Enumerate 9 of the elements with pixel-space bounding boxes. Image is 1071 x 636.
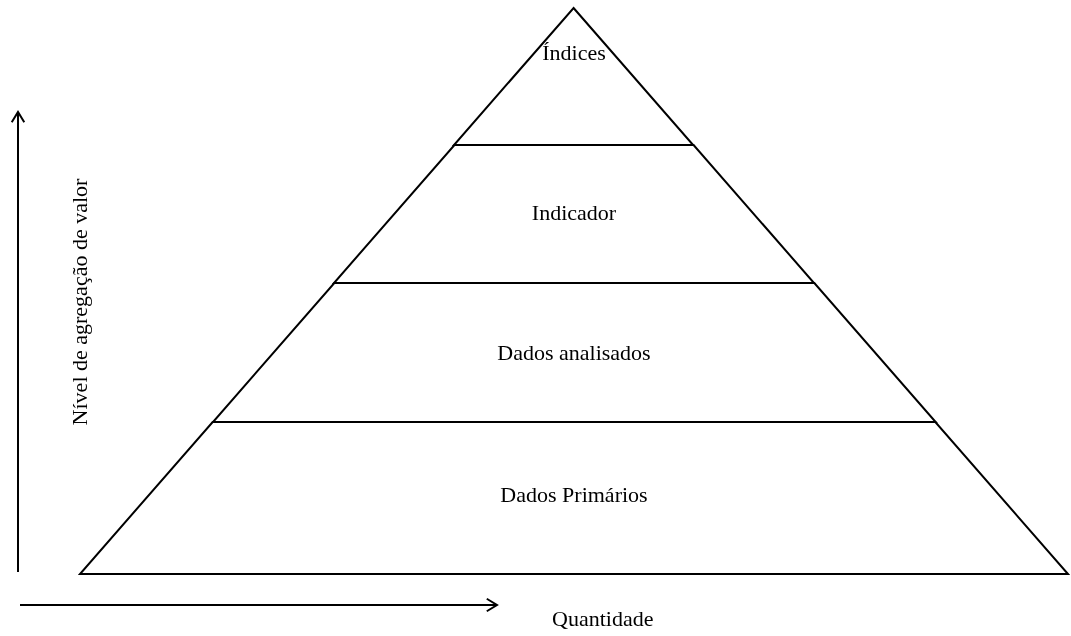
band-label: Dados Primários bbox=[500, 482, 648, 508]
band-label: Dados analisados bbox=[497, 340, 651, 366]
band-label: Índices bbox=[542, 40, 606, 66]
pyramid-top-triangle bbox=[454, 8, 694, 145]
axis-label: Quantidade bbox=[552, 606, 654, 632]
band-label: Indicador bbox=[531, 200, 617, 226]
pyramid-band bbox=[333, 145, 814, 283]
pyramid-band bbox=[212, 283, 936, 422]
axis-label: Nível de agregação de valor bbox=[66, 178, 93, 426]
